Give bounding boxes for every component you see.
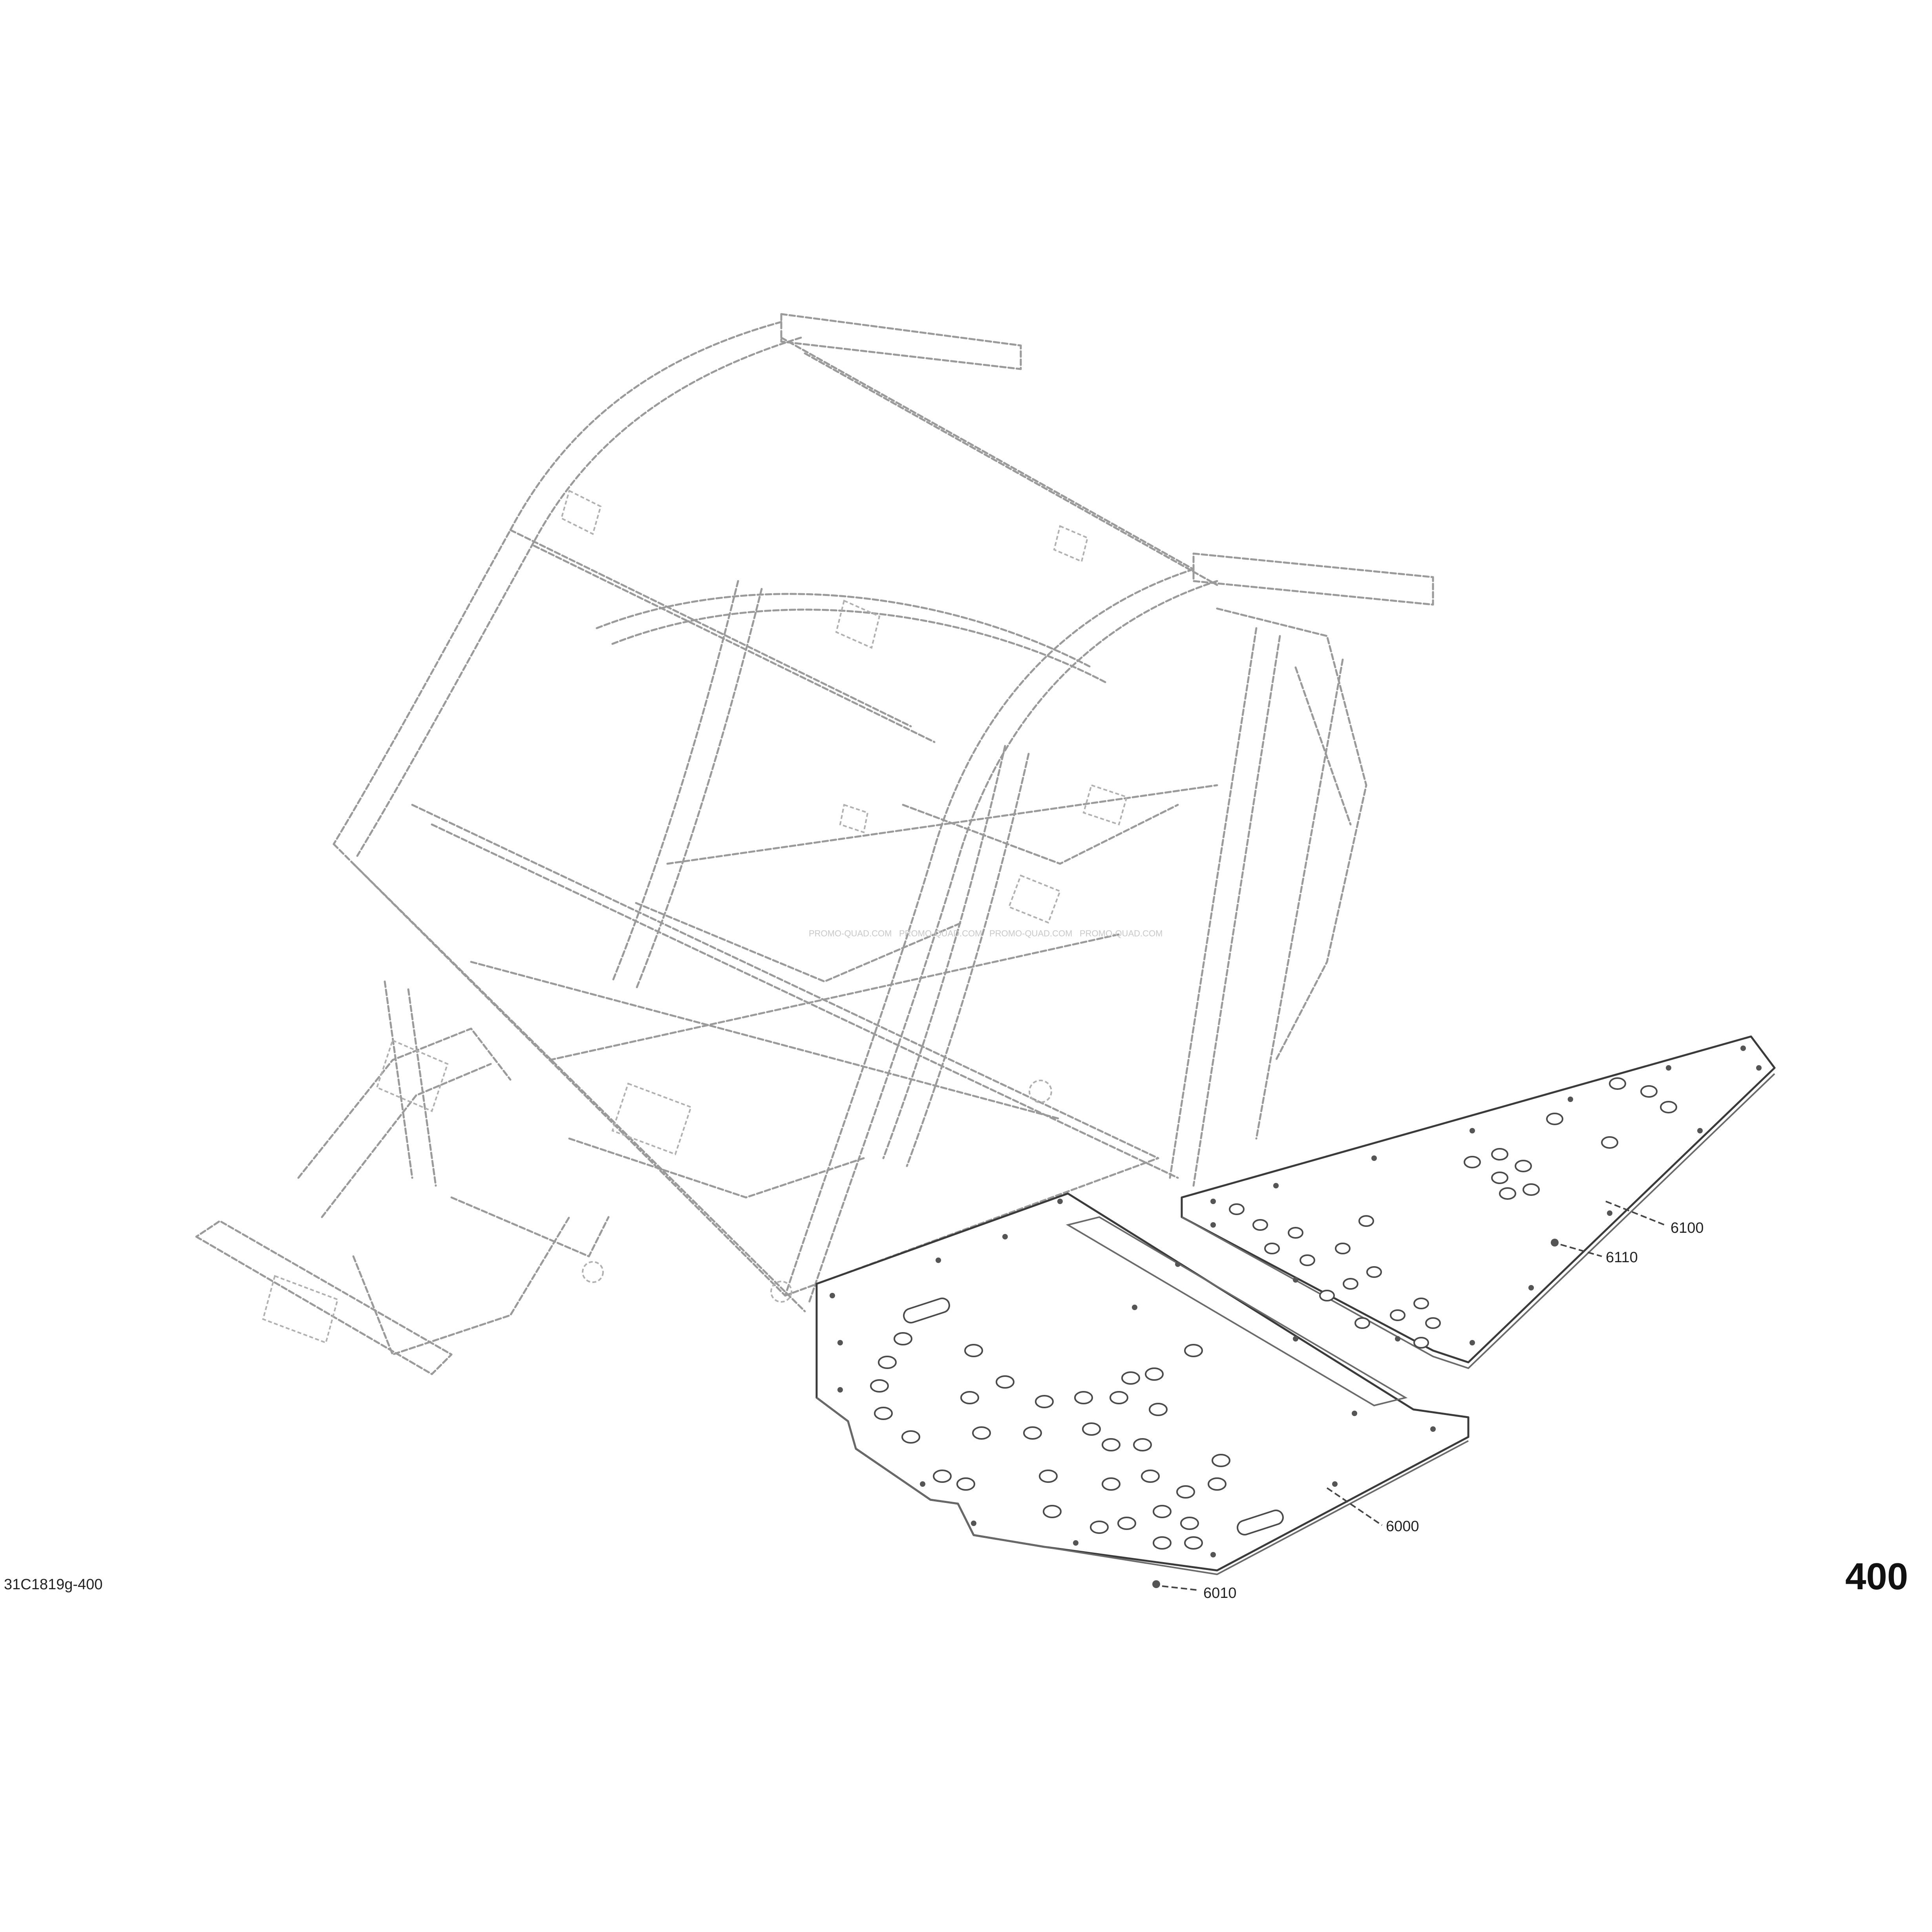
skid-plate-rear-bolts — [1210, 1046, 1762, 1345]
fastener-6010[interactable] — [1152, 1580, 1160, 1588]
leader-6100 — [1605, 1201, 1665, 1226]
watermark-text-2: PROMO-QUAD.COM — [899, 929, 982, 938]
watermark-text-1: PROMO-QUAD.COM — [809, 929, 892, 938]
drawing-code: 31C1819g-400 — [4, 1576, 102, 1593]
callout-6000[interactable]: 6000 — [1386, 1518, 1419, 1535]
callout-labels: 6100 6110 6000 6010 — [1203, 1220, 1704, 1601]
watermark-text-3: PROMO-QUAD.COM — [989, 929, 1072, 938]
skid-plate-rear-holes — [1229, 1077, 1677, 1349]
skid-plate-front-slots — [903, 1298, 1284, 1535]
skid-plate-rear[interactable] — [1181, 1035, 1776, 1369]
leader-6110 — [1560, 1244, 1602, 1257]
skid-plate-front-bolts — [830, 1199, 1436, 1557]
watermark: PROMO-QUAD.COM PROMO-QUAD.COM PROMO-QUAD… — [809, 929, 1162, 938]
watermark-text-4: PROMO-QUAD.COM — [1080, 929, 1162, 938]
callout-6010[interactable]: 6010 — [1203, 1585, 1237, 1601]
leader-6010 — [1162, 1585, 1198, 1591]
callout-6100[interactable]: 6100 — [1671, 1220, 1704, 1236]
skid-plate-front[interactable] — [815, 1192, 1470, 1576]
leader-6000 — [1326, 1487, 1383, 1526]
chassis-frame — [195, 313, 1434, 1375]
leader-lines — [1162, 1201, 1665, 1591]
callout-6110[interactable]: 6110 — [1606, 1249, 1638, 1266]
page-number: 400 — [1845, 1555, 1908, 1598]
skid-plate-front-holes — [870, 1332, 1230, 1550]
fastener-6110[interactable] — [1551, 1239, 1559, 1247]
